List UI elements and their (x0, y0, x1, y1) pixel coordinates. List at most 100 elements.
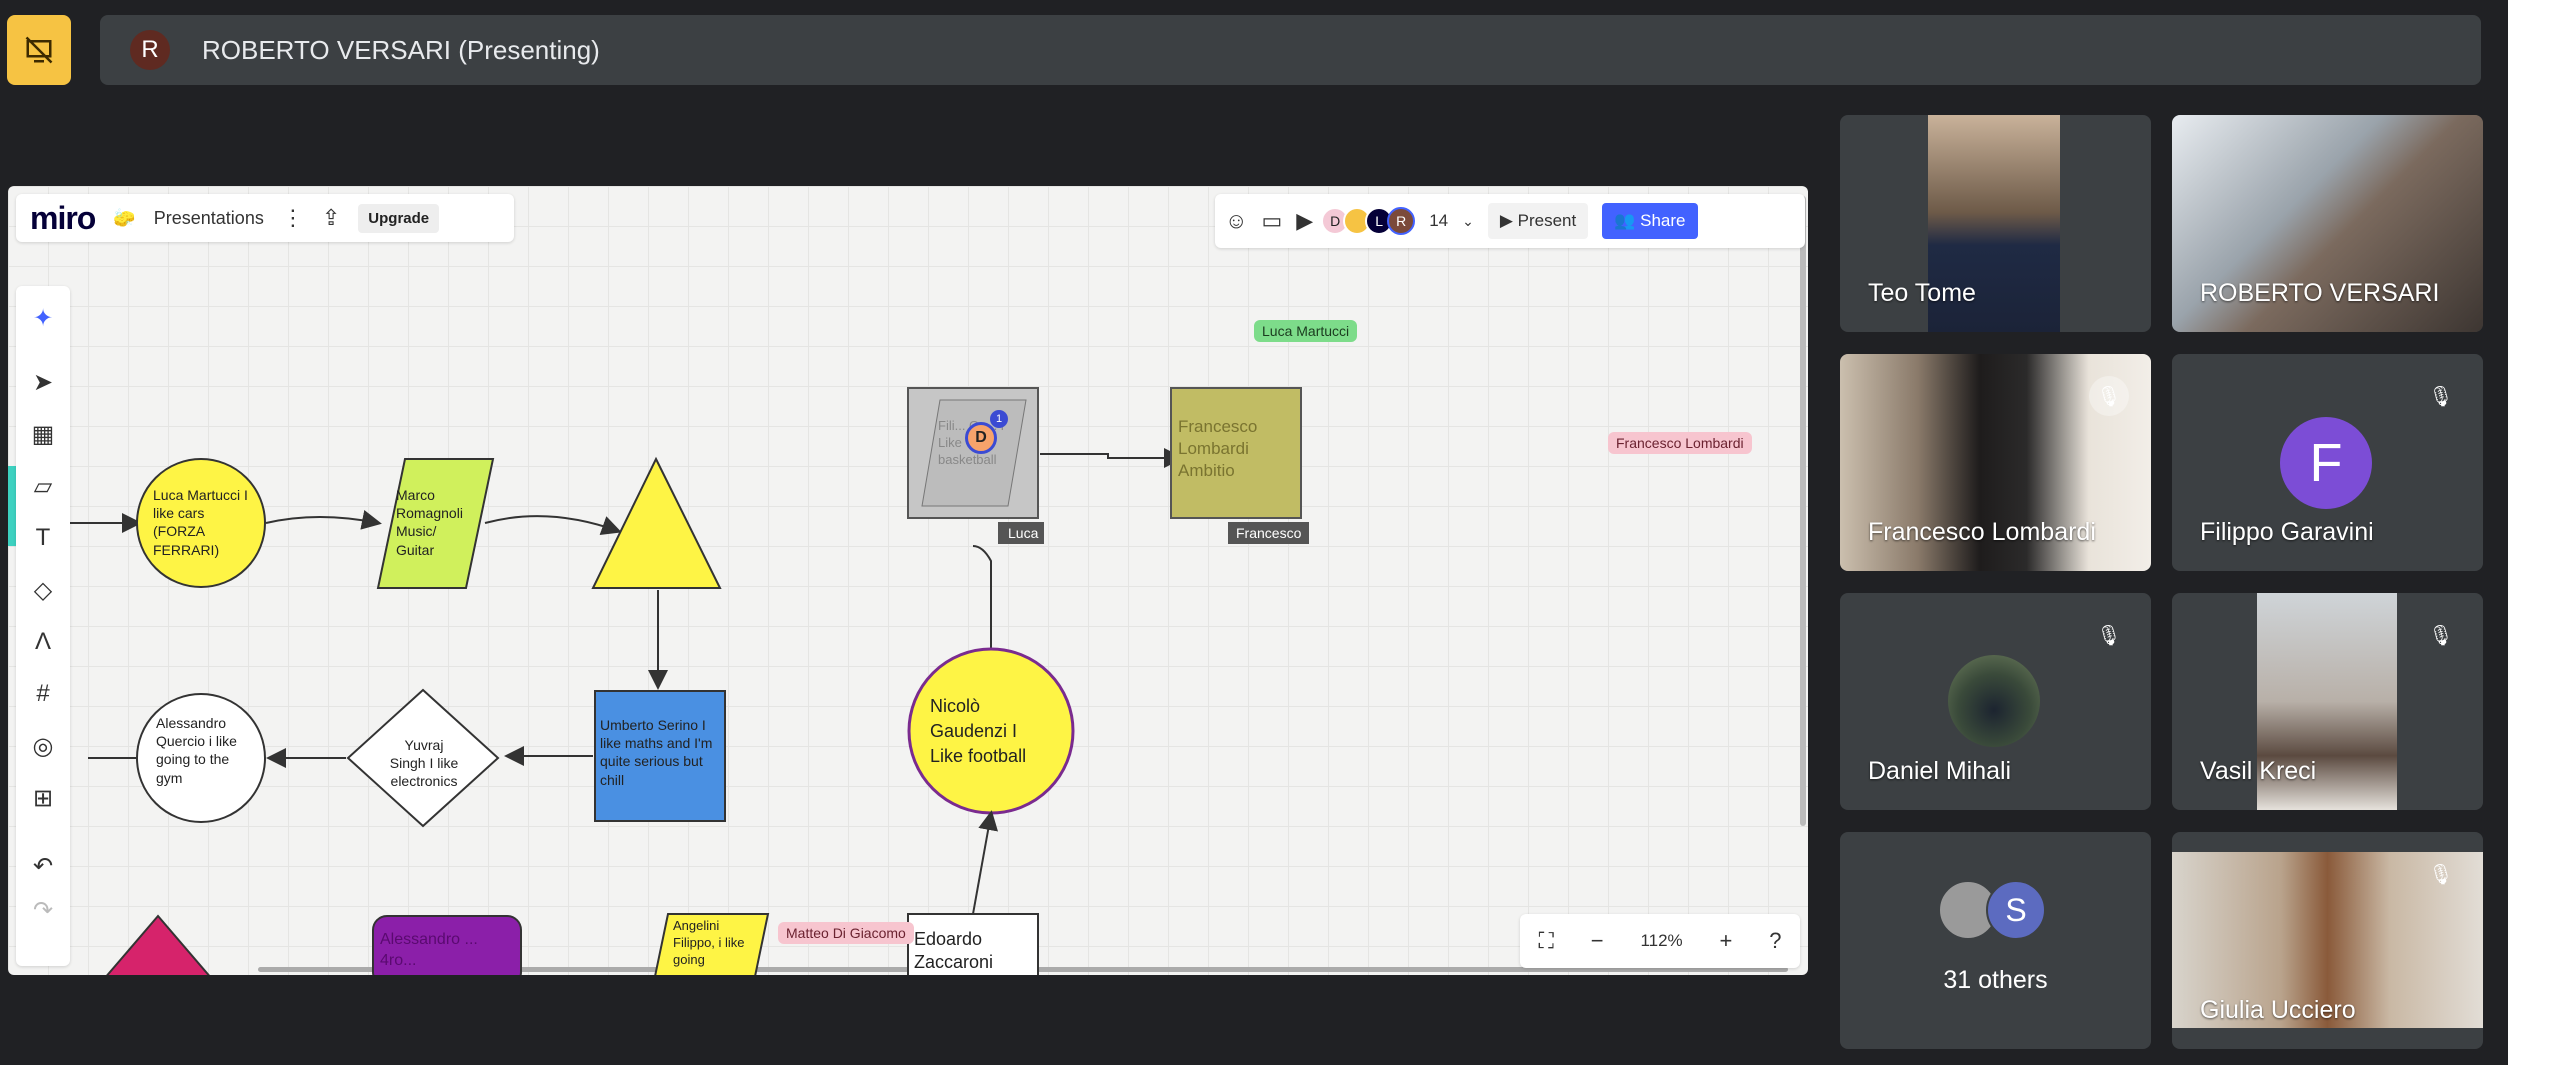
shape-angelini[interactable] (653, 913, 770, 975)
video-feed (1840, 354, 2151, 571)
participant-tile-vasil[interactable]: 🎙 Vasil Kreci (2172, 593, 2483, 810)
mic-off-icon: 🎙 (2096, 624, 2122, 647)
share-button[interactable]: 👥 Share (1602, 203, 1698, 239)
shape-alessandro2-text: Alessandro ... 4ro... (380, 931, 478, 969)
mic-off-icon: 🎙 (2428, 624, 2454, 647)
avatar: S (1986, 880, 2046, 940)
shape-alessandro[interactable] (136, 693, 266, 823)
shape-francesco-text: Francesco Lombardi Ambitio (1178, 417, 1258, 481)
export-icon[interactable]: ⇪ (321, 205, 341, 230)
templates-icon[interactable]: ▦ (31, 421, 55, 448)
palette-icon[interactable]: ◎ (32, 733, 54, 760)
undo-icon[interactable]: ↶ (32, 853, 54, 880)
participant-name: Teo Tome (1868, 279, 1976, 307)
reactions-icon[interactable]: ☺ (1225, 208, 1248, 233)
video-icon[interactable]: ▶ (1296, 208, 1314, 233)
help-icon[interactable]: ? (1769, 928, 1782, 953)
shared-screen[interactable]: Luca Martucci I like cars (FORZA FERRARI… (8, 186, 1808, 975)
zoom-in-icon[interactable]: + (1719, 928, 1733, 953)
shape-marco-text: Marco Romagnoli Music/ Guitar (396, 487, 463, 558)
board-name[interactable]: Presentations (153, 207, 264, 228)
shape-luca-text: Luca Martucci I like cars (FORZA FERRARI… (153, 487, 248, 558)
avatar: F (2280, 417, 2372, 509)
participant-tile-giulia[interactable]: 🎙 Giulia Ucciero (2172, 832, 2483, 1049)
status-badge: 1 (990, 410, 1008, 428)
shapes-icon[interactable]: ◇ (33, 577, 53, 604)
shape-francesco[interactable] (1170, 387, 1302, 519)
video-feed (2172, 115, 2483, 332)
present-off-icon (25, 36, 53, 64)
shape-yuvraj[interactable] (346, 688, 500, 828)
present-button[interactable]: ▶ Present (1487, 203, 1589, 239)
select-icon[interactable]: ➤ (32, 369, 54, 396)
participant-tile-francesco[interactable]: 🎙 Francesco Lombardi (1840, 354, 2151, 571)
connector (484, 515, 622, 536)
present-label: Present (1517, 211, 1577, 230)
video-feed (2172, 852, 2483, 1028)
shape-umberto-text: Umberto Serino I like maths and I'm quit… (600, 717, 713, 788)
miro-left-toolbar: ✦ ➤ ▦ ▱ T ◇ Λ # ◎ ⊞ ↶ ↷ (16, 286, 70, 966)
upgrade-button[interactable]: Upgrade (358, 203, 440, 233)
share-label: Share (1640, 211, 1686, 230)
participant-name: Vasil Kreci (2200, 757, 2317, 785)
shape-marco[interactable] (376, 458, 495, 589)
collaborator-avatars[interactable]: D L R (1321, 207, 1416, 235)
shape-pink-triangle[interactable] (98, 914, 218, 975)
participant-name: Daniel Mihali (1868, 757, 2012, 785)
participant-name: ROBERTO VERSARI (2200, 279, 2440, 307)
presenter-avatar: R (130, 30, 170, 70)
video-feed (2257, 593, 2397, 810)
ai-sparkle-icon[interactable]: ✦ (32, 305, 54, 332)
connector (1040, 448, 1184, 468)
board-icon: 🧽 (113, 207, 136, 228)
connector (265, 510, 382, 530)
connector (972, 810, 999, 915)
shape-edoardo-text: Edoardo Zaccaroni (914, 929, 994, 973)
zoom-level[interactable]: 112% (1640, 931, 1683, 950)
comment-icon[interactable]: ▭ (1261, 208, 1283, 233)
collaborator-count[interactable]: 14 (1429, 211, 1449, 230)
cursor-luca-martucci: Luca Martucci (1254, 320, 1358, 342)
participant-tile-others[interactable]: S 31 others (1840, 832, 2151, 1049)
mic-off-icon: 🎙 (2089, 376, 2129, 416)
participant-name: Giulia Ucciero (2200, 996, 2356, 1024)
mic-off-icon: 🎙 (2428, 863, 2454, 886)
participant-tile-roberto[interactable]: ROBERTO VERSARI (2172, 115, 2483, 332)
avatar: D (965, 422, 997, 454)
participant-tile-teo[interactable]: Teo Tome (1840, 115, 2151, 332)
selection-tag-francesco: Francesco (1228, 522, 1310, 544)
shape-umberto[interactable] (594, 690, 726, 822)
participant-name: Francesco Lombardi (1868, 518, 2096, 546)
sticky-note-icon[interactable]: ▱ (33, 473, 53, 500)
pen-icon[interactable]: Λ (34, 628, 52, 655)
others-count: 31 others (1943, 966, 2048, 994)
selection-tag-luca: Luca (998, 522, 1045, 544)
shape-edoardo[interactable] (907, 913, 1039, 975)
add-icon[interactable]: ⊞ (32, 785, 54, 812)
shape-nicolo-text: Nicolò Gaudenzi I Like football (930, 696, 1027, 767)
more-icon[interactable]: ⋮ (281, 205, 304, 230)
shape-alessandro2[interactable] (372, 915, 522, 975)
miro-header: miro 🧽 Presentations ⋮ ⇪ Upgrade (16, 194, 514, 242)
cursor-francesco-lombardi: Francesco Lombardi (1608, 432, 1752, 454)
fit-icon[interactable]: ⛶ (1538, 928, 1554, 953)
miro-logo[interactable]: miro (30, 199, 96, 236)
shape-yuvraj-text: Yuvraj Singh I like electronics (389, 737, 459, 790)
presenter-name: ROBERTO VERSARI (Presenting) (202, 34, 600, 65)
chevron-down-icon[interactable]: ⌄ (1462, 212, 1474, 229)
shape-luca[interactable] (136, 458, 266, 588)
board-canvas (8, 387, 1302, 975)
participant-tile-filippo[interactable]: F 🎙 Filippo Garavini (2172, 354, 2483, 571)
participant-tile-daniel[interactable]: 🎙 Daniel Mihali (1840, 593, 2151, 810)
teal-shape-edge[interactable] (8, 466, 18, 546)
background-window-edge (2508, 0, 2560, 1065)
stop-presenting-button[interactable] (7, 15, 71, 85)
video-feed (1928, 115, 2060, 332)
redo-icon[interactable]: ↷ (32, 897, 54, 924)
shape-triangle[interactable] (591, 456, 722, 589)
text-icon[interactable]: T (35, 524, 51, 551)
zoom-out-icon[interactable]: − (1590, 928, 1604, 953)
frame-icon[interactable]: # (36, 680, 50, 707)
scrollbar-vertical[interactable] (1800, 196, 1806, 826)
participant-name: Filippo Garavini (2200, 518, 2374, 546)
